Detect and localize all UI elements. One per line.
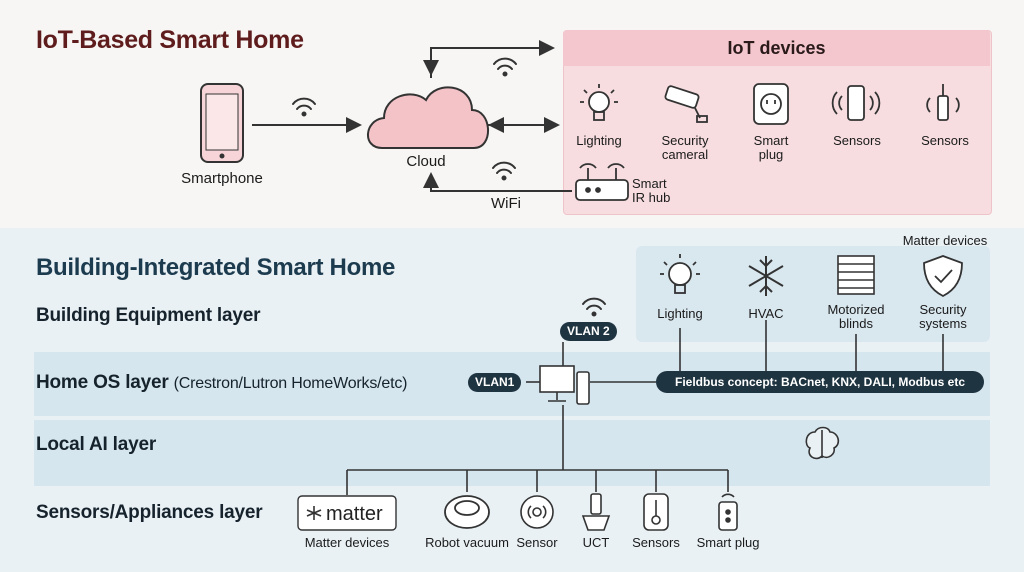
computer-icon — [539, 365, 590, 405]
iot-item-sensors-2: Sensors — [921, 133, 969, 148]
thermometer-icon — [643, 493, 669, 531]
blinds-icon — [837, 255, 875, 295]
wifi-label: WiFi — [491, 195, 521, 212]
equip-hvac-label: HVAC — [748, 306, 784, 321]
appliance-sensors-label: Sensors — [632, 535, 680, 550]
lightbulb-icon — [580, 84, 618, 121]
iot-item-sensors-1: Sensors — [833, 133, 881, 148]
uct-icon — [581, 493, 611, 531]
smart-plug-icon — [753, 83, 789, 125]
appliance-vacuum-label: Robot vacuum — [425, 535, 509, 550]
matter-devices-caption: Matter devices — [902, 233, 988, 248]
iot-devices-header: IoT devices — [563, 30, 990, 66]
robot-vacuum-icon — [444, 495, 490, 529]
vlan2-badge: VLAN 2 — [560, 322, 617, 341]
lightbulb-icon — [660, 254, 700, 294]
matter-logo-icon — [297, 495, 397, 531]
sensor-icon — [520, 495, 554, 529]
iot-item-camera: Security cameral — [661, 133, 709, 162]
appliance-plug-label: Smart plug — [696, 535, 760, 550]
equip-lighting-label: Lighting — [657, 306, 703, 321]
iot-item-plug: Smart plug — [753, 133, 789, 162]
building-title: Building-Integrated Smart Home — [36, 254, 396, 281]
sensor-icon — [831, 85, 881, 121]
smart-plug-icon — [718, 493, 738, 531]
layer-home-os: Home OS layer (Crestron/Lutron HomeWorks… — [36, 372, 407, 394]
fieldbus-bar: Fieldbus concept: BACnet, KNX, DALI, Mod… — [656, 371, 984, 393]
shield-icon — [923, 255, 963, 298]
vlan1-badge: VLAN1 — [468, 373, 522, 392]
layer-home-os-name: Home OS layer — [36, 372, 169, 393]
cloud-label: Cloud — [406, 153, 446, 170]
ai-brain-icon — [805, 426, 840, 460]
sensor-probe-icon — [926, 84, 960, 121]
appliance-uct-label: UCT — [582, 535, 610, 550]
layer-home-os-sub: (Crestron/Lutron HomeWorks/etc) — [173, 375, 408, 392]
matter-logo-text: matter — [326, 503, 383, 525]
smartphone-label: Smartphone — [181, 170, 263, 187]
snowflake-icon — [748, 256, 784, 296]
equip-security-label: Security systems — [919, 302, 967, 331]
ir-hub-icon — [575, 163, 629, 201]
iot-title: IoT-Based Smart Home — [36, 26, 304, 54]
layer-local-ai: Local AI layer — [36, 434, 157, 455]
security-camera-icon — [664, 85, 708, 123]
appliance-sensor-label: Sensor — [516, 535, 558, 550]
iot-item-lighting: Lighting — [576, 133, 622, 148]
ir-hub-label: Smart IR hub — [632, 176, 671, 205]
layer-sensors: Sensors/Appliances layer — [36, 502, 263, 523]
equip-blinds-label: Motorized blinds — [827, 302, 885, 331]
appliance-matter-label: Matter devices — [304, 535, 390, 550]
layer-equipment: Building Equipment layer — [36, 305, 261, 326]
